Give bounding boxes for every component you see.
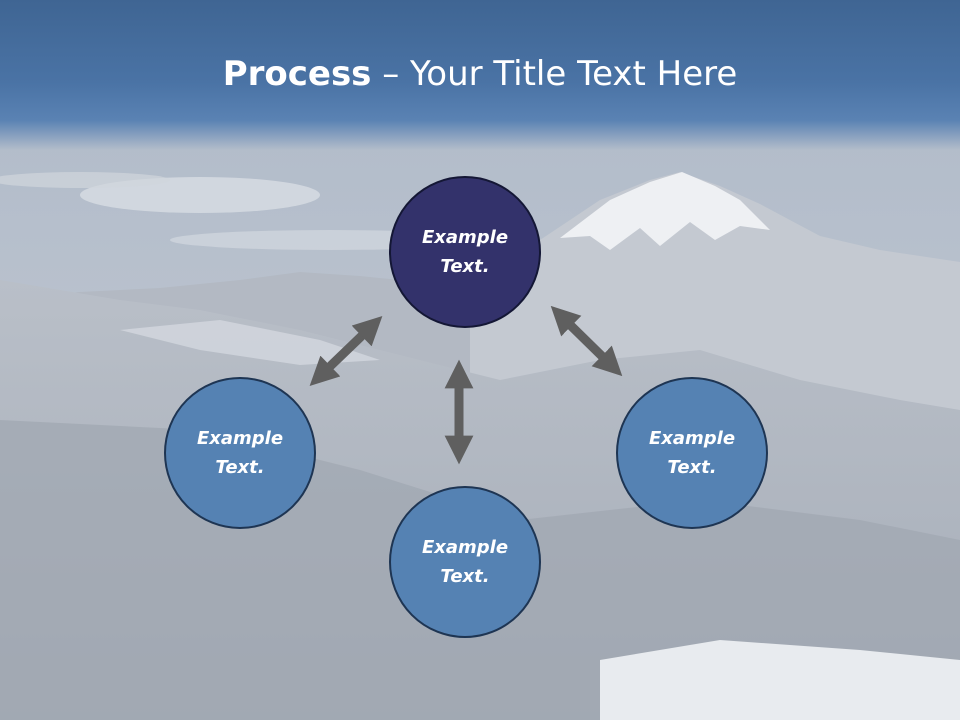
node-right-line1: Example xyxy=(648,428,736,449)
slide-title: Process – Your Title Text Here xyxy=(0,52,960,96)
title-bold: Process xyxy=(222,54,372,94)
node-top-line1: Example xyxy=(421,227,509,248)
title-rest: – Your Title Text Here xyxy=(371,54,738,94)
arrow-top-right xyxy=(550,305,623,377)
title-bar xyxy=(0,0,960,150)
node-top-line2: Text. xyxy=(440,256,490,277)
arrow-top-left xyxy=(309,316,383,386)
node-bottom-line1: Example xyxy=(421,537,509,558)
node-right-line2: Text. xyxy=(667,457,717,478)
node-left-line2: Text. xyxy=(215,457,265,478)
node-left-line1: Example xyxy=(196,428,284,449)
node-bottom-line2: Text. xyxy=(440,566,490,587)
